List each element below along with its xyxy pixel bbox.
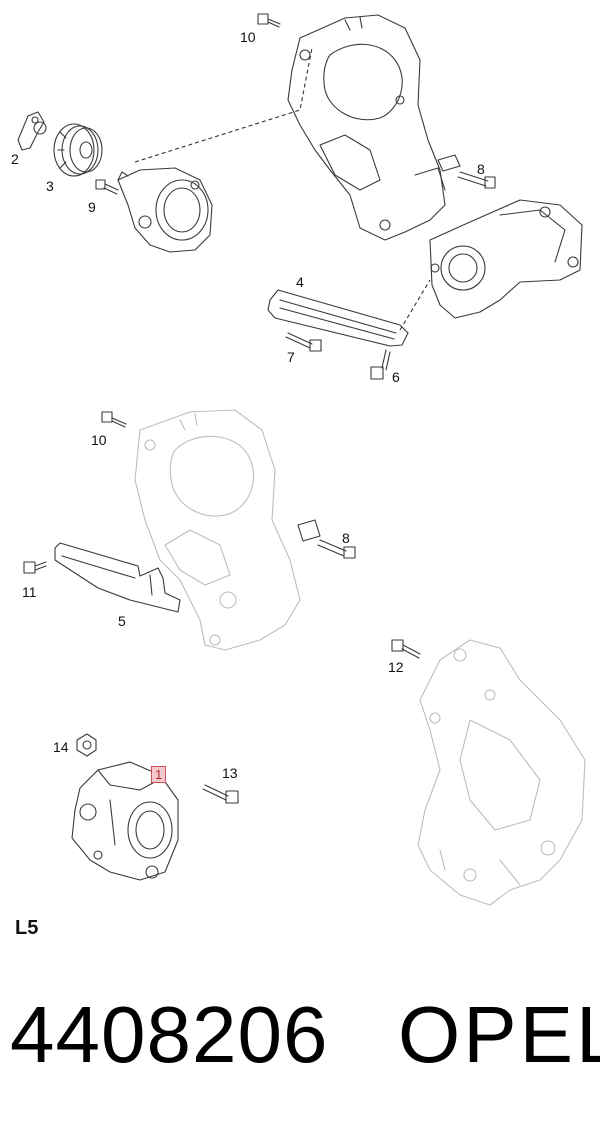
callout-3: 3 [46, 178, 54, 194]
bolt-10-middle [101, 411, 127, 428]
callout-8-middle: 8 [342, 530, 350, 546]
engine-bracket-right [417, 639, 586, 906]
callout-13: 13 [222, 765, 238, 781]
callout-6: 6 [392, 369, 400, 385]
bolt-6 [370, 349, 391, 380]
callout-10-top: 10 [240, 29, 256, 45]
variant-label: L5 [15, 917, 39, 939]
gasket-strip-4 [267, 289, 409, 347]
callout-8-top: 8 [477, 161, 485, 177]
brand-name: OPEL [398, 990, 600, 1079]
callout-10-middle: 10 [91, 432, 107, 448]
pulley-3 [53, 123, 103, 177]
callout-2: 2 [11, 151, 19, 167]
callout-12: 12 [388, 659, 404, 675]
bolt-9 [95, 179, 119, 195]
pump-body-top-left [117, 167, 213, 253]
leader-line-top-2 [399, 279, 431, 331]
mounting-bracket-middle [134, 409, 301, 651]
pump-housing-top-right [429, 199, 583, 319]
nut-14 [76, 733, 97, 757]
callout-4: 4 [296, 274, 304, 290]
pump-body-1 [71, 761, 179, 881]
callout-9: 9 [88, 199, 96, 215]
part-number: 4408206 [10, 990, 329, 1079]
callout-14: 14 [53, 739, 69, 755]
bolt-13 [202, 784, 239, 804]
bolt-10-top [257, 13, 281, 28]
callout-11: 11 [22, 584, 37, 600]
bolt-11 [23, 561, 47, 574]
gasket-strip-5 [54, 542, 181, 613]
bolt-7 [285, 332, 322, 352]
mounting-bracket-top [287, 14, 446, 241]
callout-7: 7 [287, 349, 295, 365]
bushing-8-middle [297, 519, 356, 559]
callout-1-highlighted[interactable]: 1 [151, 766, 167, 783]
callout-5: 5 [118, 613, 126, 629]
bushing-8-top [437, 154, 496, 189]
bracket-2 [17, 111, 47, 151]
bolt-12 [391, 639, 421, 659]
leader-line-top-1 [134, 47, 313, 163]
